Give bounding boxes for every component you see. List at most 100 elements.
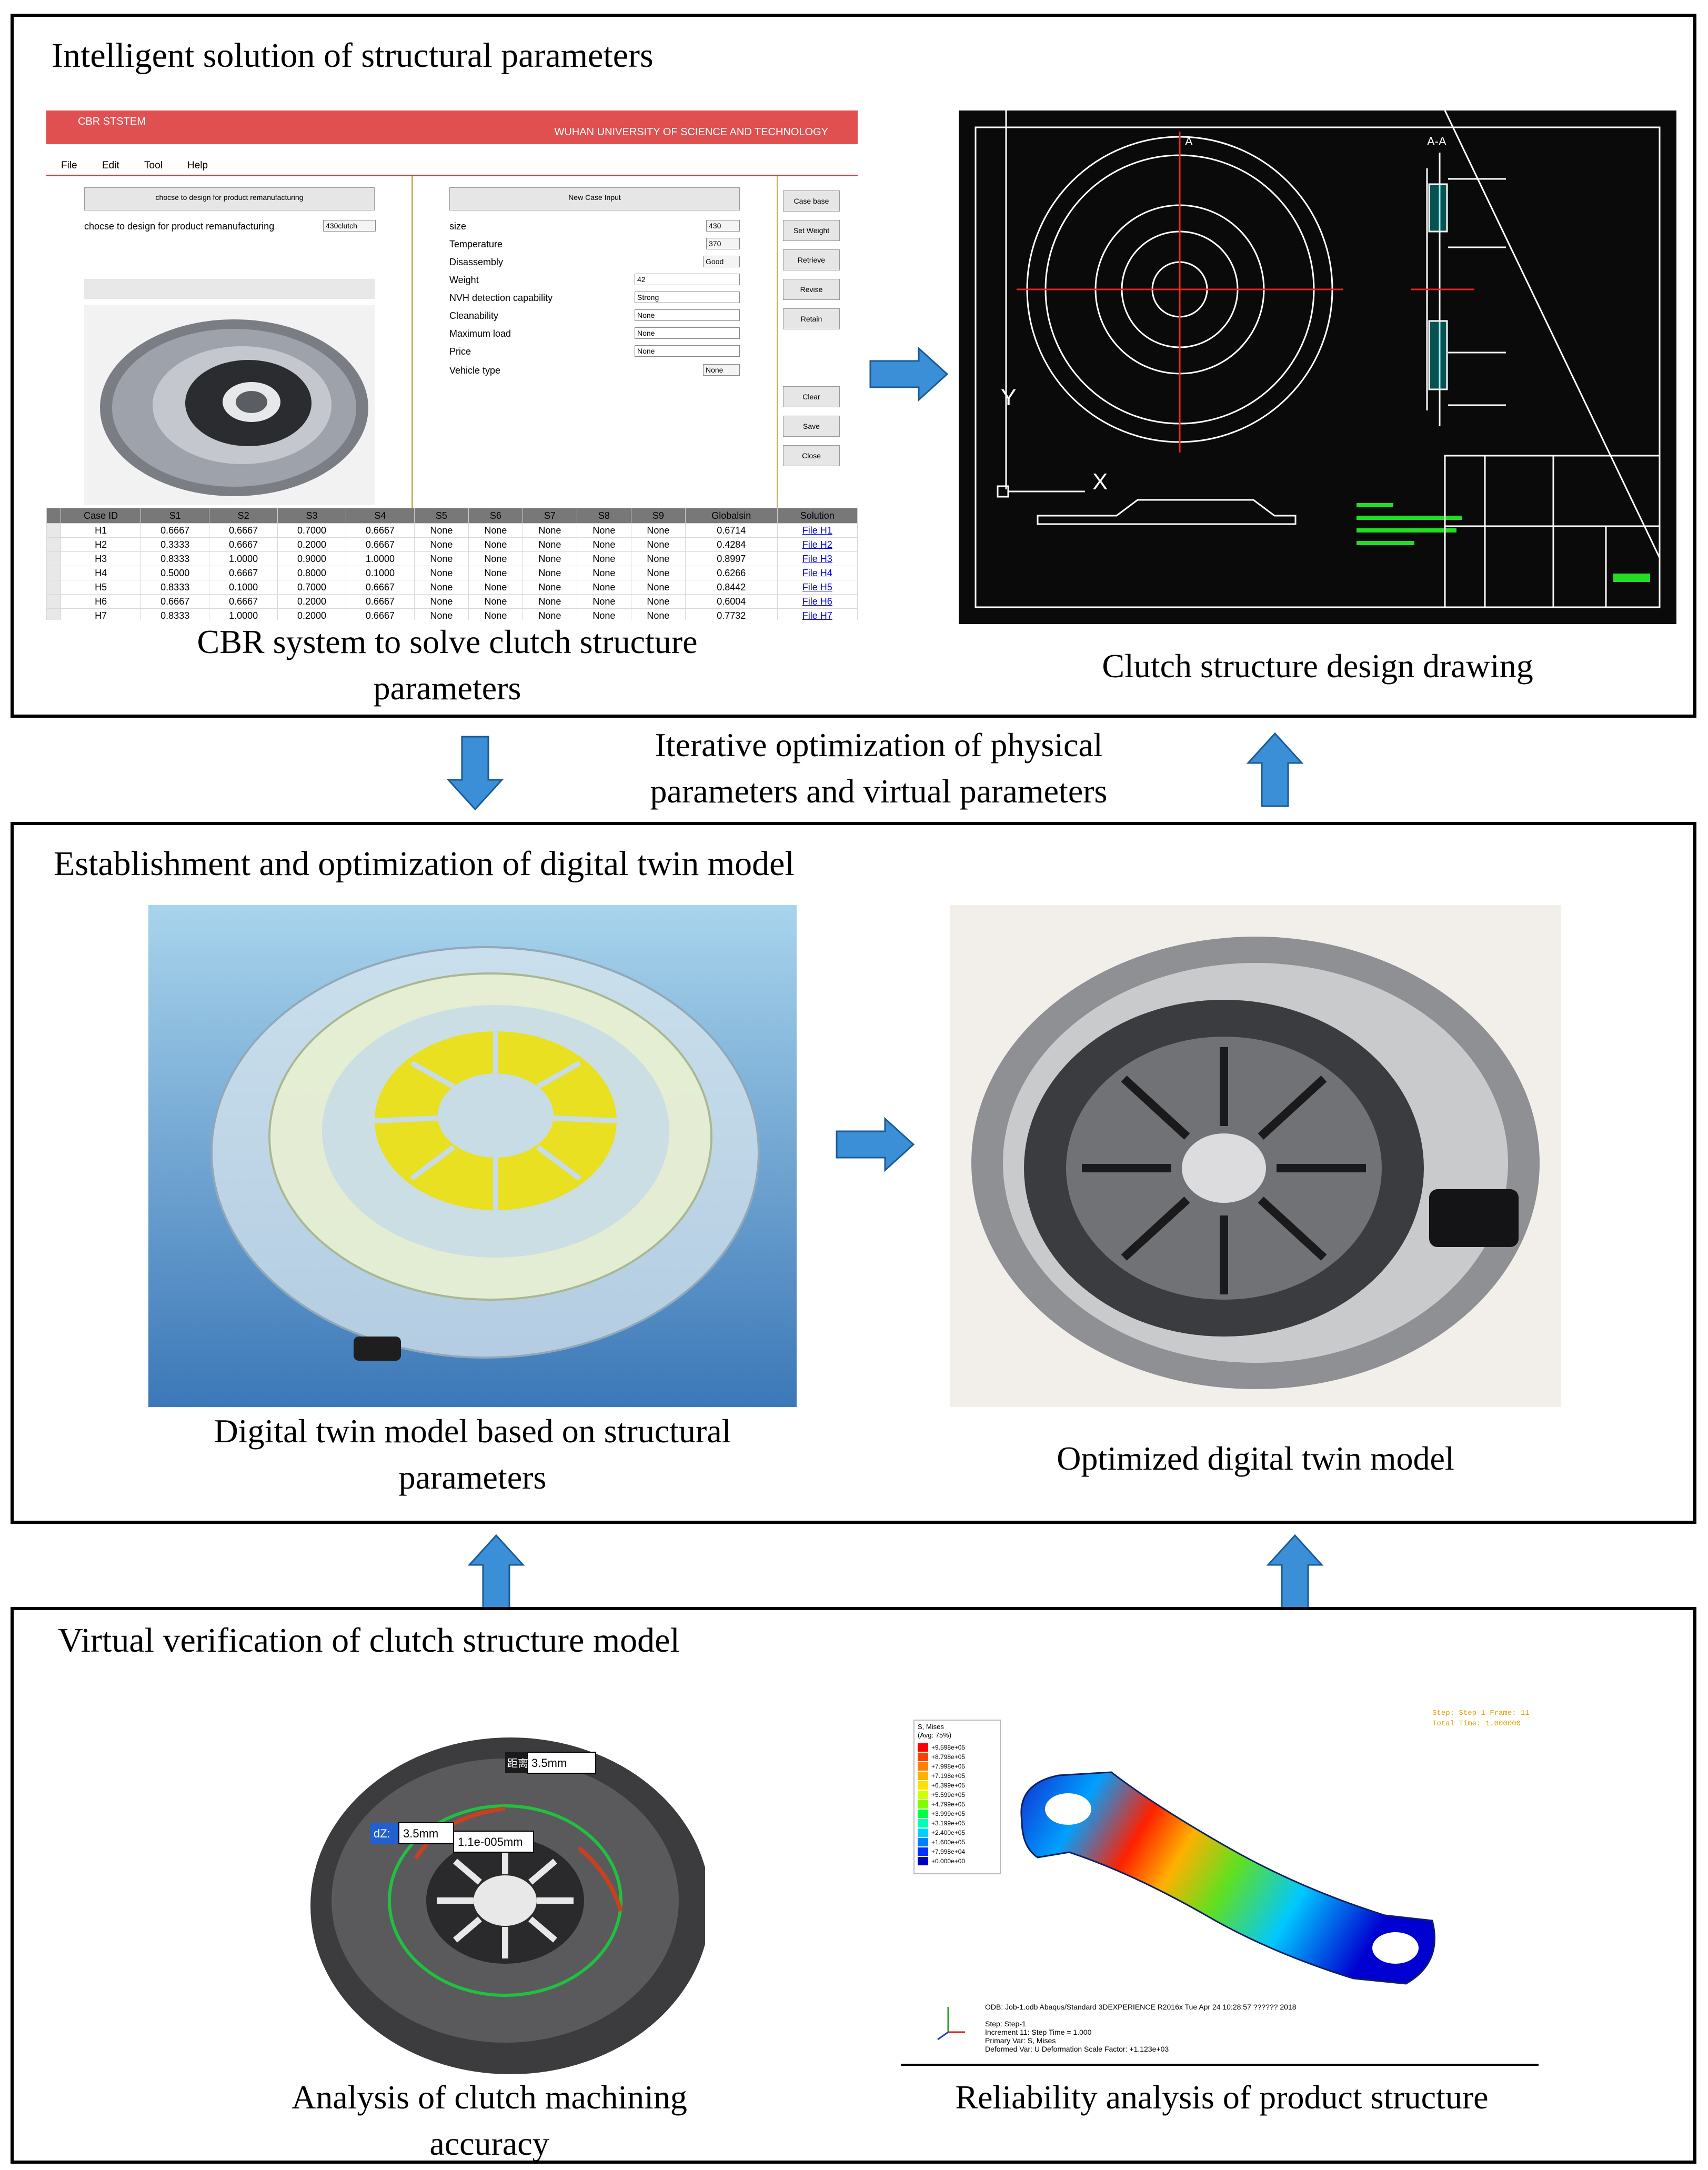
field-price-input[interactable]: None: [635, 345, 740, 357]
fea-legend-entry: +9.598e+05: [918, 1743, 965, 1752]
save-button[interactable]: Save: [783, 416, 840, 437]
fea-legend-value: +2.400e+05: [931, 1829, 966, 1836]
cell: None: [630, 523, 686, 538]
cell: 0.8333: [140, 608, 210, 620]
cad-axis-y: Y: [1001, 385, 1016, 410]
menu-edit[interactable]: Edit: [102, 160, 119, 171]
close-button[interactable]: Close: [783, 445, 840, 466]
cell: None: [576, 580, 631, 595]
field-size-select[interactable]: 430: [706, 220, 740, 232]
fea-legend-entry: +0.000e+00: [918, 1856, 965, 1866]
cad-axis-x: X: [1092, 469, 1108, 495]
cell: 0.3333: [140, 537, 210, 552]
cell: None: [468, 594, 523, 609]
cell: None: [414, 551, 469, 566]
cell: 0.8000: [277, 566, 346, 580]
fea-legend-entry: +4.799e+05: [918, 1800, 965, 1809]
solution-link[interactable]: File H2: [777, 537, 858, 552]
cell: 0.7000: [277, 580, 346, 595]
caption-iterative-optimization: Iterative optimization of physical param…: [568, 722, 1189, 815]
col-header: S9: [630, 508, 686, 524]
choose-design-button[interactable]: chocse to design for product remanufactu…: [84, 187, 375, 210]
cell: 0.6266: [685, 566, 778, 580]
solution-link[interactable]: File H7: [777, 608, 858, 620]
cell: 0.8442: [685, 580, 778, 595]
solution-link[interactable]: File H3: [777, 551, 858, 566]
fea-legend-swatch: [918, 1847, 928, 1856]
field-maxload-label: Maximum load: [449, 328, 511, 339]
fea-legend-entry: +5.599e+05: [918, 1790, 965, 1800]
cell: 0.2000: [277, 608, 346, 620]
fea-legend-value: +4.799e+05: [931, 1801, 966, 1808]
cell: None: [414, 594, 469, 609]
fea-legend-entry: +7.998e+05: [918, 1762, 965, 1771]
cell: H7: [60, 608, 142, 620]
menu-file[interactable]: File: [61, 160, 77, 171]
cad-title-block-mark: [1613, 574, 1650, 582]
cell: 0.8333: [140, 580, 210, 595]
fea-legend-value: +8.798e+05: [931, 1753, 966, 1761]
solution-link[interactable]: File H5: [777, 580, 858, 595]
field-temperature-label: Temperature: [449, 239, 503, 249]
field-maxload-input[interactable]: None: [635, 327, 740, 339]
col-header: Globalsin: [685, 508, 778, 524]
solution-link[interactable]: File H6: [777, 594, 858, 609]
field-cleanability-input[interactable]: None: [635, 309, 740, 321]
retain-button[interactable]: Retain: [783, 308, 840, 329]
panel1-title: Intelligent solution of structural param…: [52, 36, 654, 75]
fea-legend-value: +5.599e+05: [931, 1791, 966, 1799]
field-nvh-label: NVH detection capability: [449, 293, 553, 303]
field-weight-input[interactable]: 42: [635, 274, 740, 285]
fea-legend-swatch: [918, 1772, 928, 1780]
revise-button[interactable]: Revise: [783, 279, 840, 300]
cell: None: [576, 523, 631, 538]
solution-link[interactable]: File H4: [777, 566, 858, 580]
cell: 0.6667: [140, 594, 210, 609]
field-size-label: size: [449, 221, 467, 232]
new-case-input-button[interactable]: New Case Input: [449, 187, 740, 210]
cell: 0.6667: [346, 537, 415, 552]
cell: H1: [60, 523, 142, 538]
left-divider: [411, 176, 413, 508]
fea-legend-swatch: [918, 1829, 928, 1837]
col-header: Solution: [777, 508, 858, 524]
fea-legend-swatch: [918, 1857, 928, 1865]
fea-step-info: Step: Step-1 Frame: 11: [1432, 1709, 1530, 1717]
caption-machining-line1: Analysis of clutch machining: [292, 2078, 687, 2116]
case-base-button[interactable]: Case base: [783, 190, 840, 212]
field-temperature-select[interactable]: 370: [706, 238, 740, 249]
field-nvh-input[interactable]: Strong: [635, 292, 740, 303]
retrieve-button[interactable]: Retrieve: [783, 249, 840, 270]
menu-help[interactable]: Help: [187, 160, 208, 171]
clear-button[interactable]: Clear: [783, 386, 840, 407]
cell: None: [522, 566, 577, 580]
cell: None: [630, 537, 686, 552]
arrow-up-icon: [1246, 732, 1304, 807]
menu-tool[interactable]: Tool: [144, 160, 163, 171]
measure-distance-label: 距离:: [507, 1757, 531, 1770]
caption-optimized: Optimized digital twin model: [1057, 1440, 1454, 1477]
field-disassembly-select[interactable]: Good: [703, 256, 740, 267]
clutch-select[interactable]: 430clutch: [323, 220, 376, 232]
right-divider: [777, 176, 778, 508]
arrow-right-icon: [836, 1117, 915, 1172]
cbr-university: WUHAN UNIVERSITY OF SCIENCE AND TECHNOLO…: [554, 126, 828, 138]
optimized-model-photo: [950, 905, 1561, 1407]
fea-divider: [901, 2064, 1539, 2066]
field-weight-label: Weight: [449, 275, 479, 285]
set-weight-button[interactable]: Set Weight: [783, 220, 840, 241]
fea-legend-value: +7.198e+05: [931, 1772, 966, 1780]
cell: None: [468, 566, 523, 580]
cad-section-a-label: A: [1185, 135, 1193, 148]
field-vehicle-select[interactable]: None: [703, 364, 740, 376]
cell: None: [630, 594, 686, 609]
solution-link[interactable]: File H1: [777, 523, 858, 538]
